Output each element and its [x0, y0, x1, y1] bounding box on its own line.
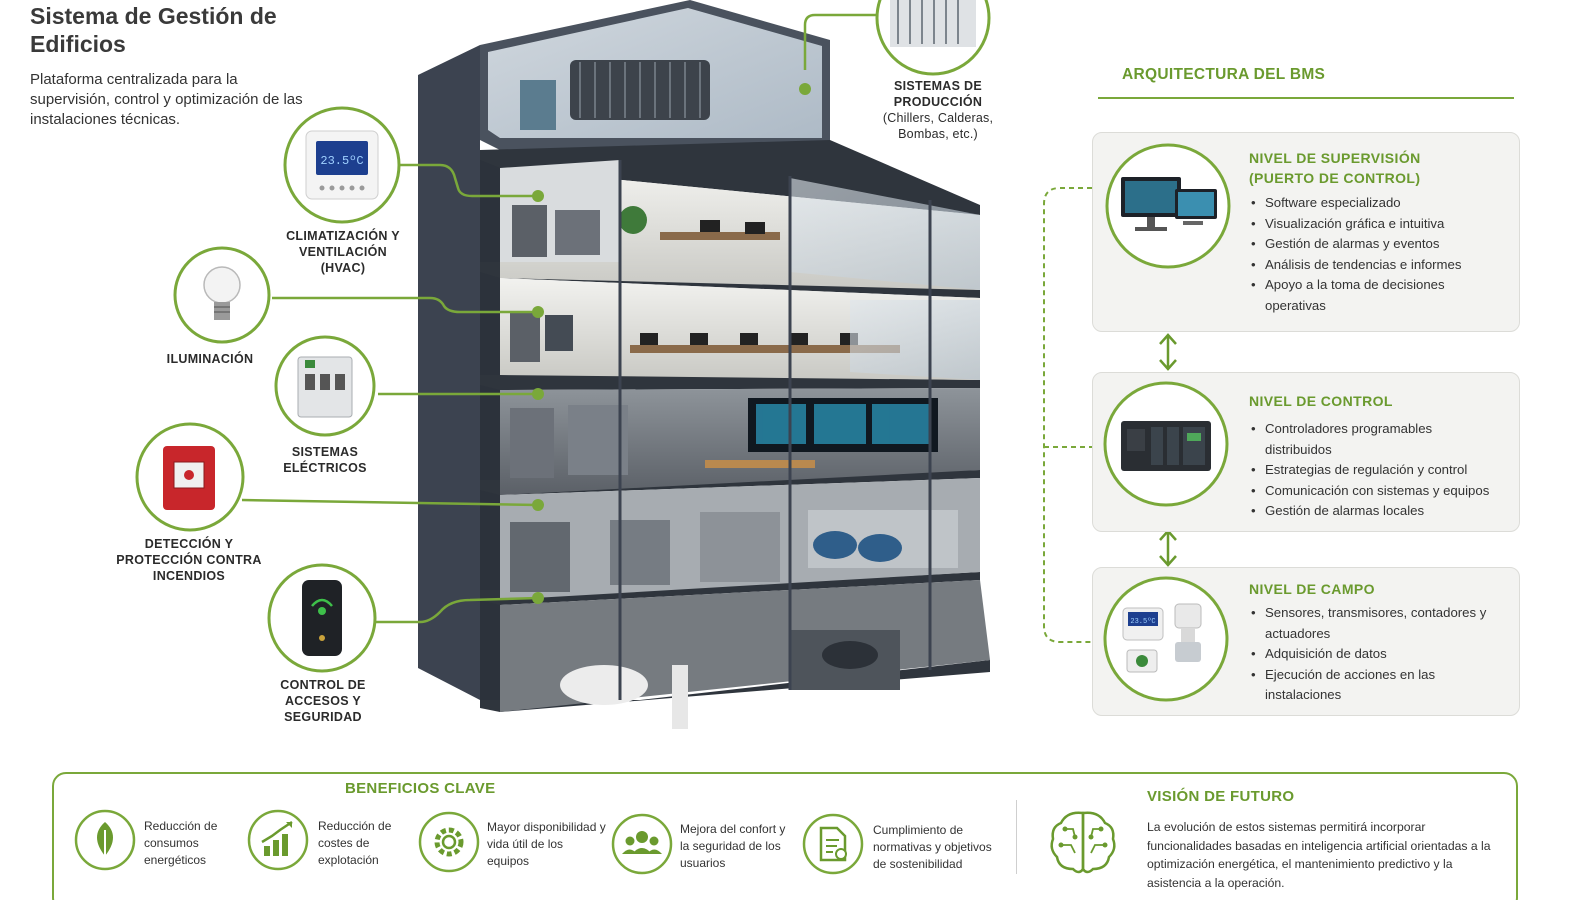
- system-label-iluminacion: ILUMINACIÓN: [166, 352, 254, 366]
- benefit-text: Mayor disponibilidad y vida útil de los …: [487, 820, 606, 868]
- future-title: VISIÓN DE FUTURO: [1147, 788, 1295, 805]
- benefit-text: Cumplimiento de normativas y objetivos d…: [873, 823, 992, 871]
- level-list-supervision: Software especializado Visualización grá…: [1249, 193, 1509, 316]
- cost-chart-icon: [247, 809, 309, 871]
- rooftop-pump: [520, 80, 556, 130]
- compliance-document-icon: [802, 813, 864, 875]
- plc-controller-icon: [1103, 381, 1229, 507]
- benefit-text: Reducción de consumos energéticos: [144, 819, 218, 867]
- architecture-rule: [1098, 97, 1514, 99]
- connector-dots: [532, 83, 811, 604]
- thermostat-icon: 23.5ºC: [283, 106, 401, 224]
- list-item: Ejecución de acciones en las instalacion…: [1249, 665, 1479, 706]
- architecture-title: ARQUITECTURA DEL BMS: [1122, 66, 1326, 83]
- level-title-campo: NIVEL DE CAMPO: [1249, 581, 1375, 597]
- list-item: Comunicación con sistemas y equipos: [1249, 481, 1511, 502]
- system-label-incendios: DETECCIÓN Y PROTECCIÓN CONTRA INCENDIOS: [116, 537, 262, 583]
- energy-leaf-icon: [74, 809, 136, 871]
- list-item: Análisis de tendencias e informes: [1249, 255, 1509, 276]
- level-list-control: Controladores programables distribuidos …: [1249, 419, 1511, 522]
- building-side-face: [480, 150, 500, 705]
- level-card-campo: 23.5ºC NIVEL DE CAMPO Sensores, transmis…: [1092, 567, 1520, 716]
- system-connectors: [241, 13, 880, 624]
- level-card-control: NIVEL DE CONTROL Controladores programab…: [1092, 372, 1520, 532]
- architecture-bracket: [1043, 187, 1092, 643]
- chiller-fins: [579, 62, 701, 118]
- facade-mullions: [618, 160, 932, 700]
- access-reader-icon: [267, 563, 377, 673]
- system-label-hvac: CLIMATIZACIÓN Y VENTILACIÓN (HVAC): [286, 229, 400, 275]
- users-icon: [611, 813, 673, 875]
- page-subtitle: Plataforma centralizada para la supervis…: [30, 71, 303, 128]
- system-label-produccion: SISTEMAS DE PRODUCCIÓN (Chillers, Calder…: [868, 78, 1008, 142]
- benefit-text: Reducción de costes de explotación: [318, 819, 392, 867]
- list-item: Gestión de alarmas y eventos: [1249, 234, 1509, 255]
- list-item: Visualización gráfica e intuitiva: [1249, 214, 1509, 235]
- system-subtitle: (Chillers, Calderas, Bombas, etc.): [882, 111, 994, 141]
- electrical-panel-icon: [274, 335, 376, 437]
- list-item: Sensores, transmisores, contadores y act…: [1249, 603, 1505, 644]
- thermostat-display: 23.5ºC: [320, 154, 363, 168]
- ai-brain-icon: [1050, 811, 1116, 874]
- chiller-icon: [875, 0, 991, 76]
- future-text: La evolución de estos sistemas permitirá…: [1147, 820, 1491, 890]
- building: [418, 0, 990, 729]
- level-card-supervision: NIVEL DE SUPERVISIÓN (PUERTO DE CONTROL)…: [1092, 132, 1520, 332]
- benefit-text: Mejora del confort y la seguridad de los…: [680, 822, 786, 870]
- list-item: Adquisición de datos: [1249, 644, 1511, 665]
- list-item: Gestión de alarmas locales: [1249, 501, 1511, 522]
- system-label-electricos: SISTEMAS ELÉCTRICOS: [283, 445, 367, 475]
- level-list-campo: Sensores, transmisores, contadores y act…: [1249, 603, 1511, 706]
- building-facade-left: [418, 45, 480, 700]
- parking-floor: [500, 580, 990, 729]
- monitors-icon: [1105, 143, 1231, 269]
- system-title: SISTEMAS DE PRODUCCIÓN: [893, 79, 983, 109]
- list-item: Estrategias de regulación y control: [1249, 460, 1511, 481]
- benefits-divider: [1016, 800, 1017, 874]
- benefits-panel: [52, 772, 1518, 900]
- benefits-title: BENEFICIOS CLAVE: [345, 780, 496, 797]
- list-item: Apoyo a la toma de decisiones operativas: [1249, 275, 1509, 316]
- field-devices-icon: 23.5ºC: [1103, 576, 1229, 702]
- level-title-control: NIVEL DE CONTROL: [1249, 393, 1393, 409]
- light-bulb-icon: [173, 246, 271, 344]
- level-title-supervision: NIVEL DE SUPERVISIÓN (PUERTO DE CONTROL): [1249, 150, 1421, 186]
- system-label-accesos: CONTROL DE ACCESOS Y SEGURIDAD: [280, 678, 366, 724]
- field-display: 23.5ºC: [1130, 618, 1155, 626]
- page-title: Sistema de Gestión de Edificios: [30, 3, 277, 57]
- fire-alarm-icon: [135, 422, 245, 532]
- list-item: Software especializado: [1249, 193, 1509, 214]
- gear-icon: [418, 811, 480, 873]
- list-item: Controladores programables distribuidos: [1249, 419, 1479, 460]
